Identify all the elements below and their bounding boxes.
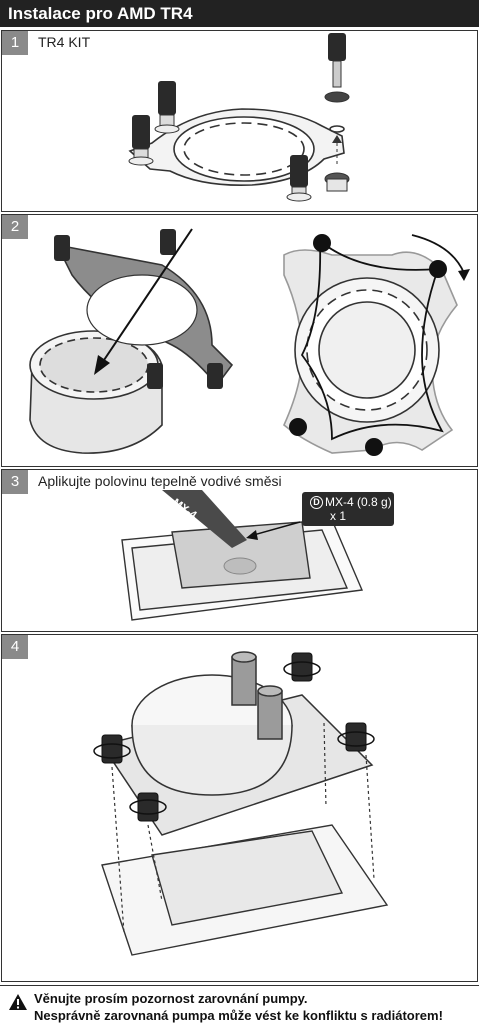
tr4-kit-illustration [128, 33, 350, 202]
pump-install-illustration [93, 651, 389, 956]
step-3-number: 3 [2, 470, 28, 494]
step-2-panel: 2 [1, 214, 478, 467]
step-1-panel: 1 TR4 KIT [1, 30, 478, 212]
thermal-paste-illustration: MX-4 [121, 490, 364, 621]
step-2-number: 2 [2, 215, 28, 239]
step-1-number: 1 [2, 31, 28, 55]
callout-product: MX-4 (0.8 g) [325, 495, 392, 509]
part-badge: D [310, 496, 323, 509]
step-3-text: Aplikujte polovinu tepelně vodivé směsi [38, 473, 282, 489]
bracket-mount-illustration [29, 228, 470, 456]
standoff-icon [154, 81, 180, 134]
step-1-text: TR4 KIT [38, 34, 91, 50]
step-4-number: 4 [2, 635, 28, 659]
warning-triangle-icon [9, 994, 27, 1010]
page-title: Instalace pro AMD TR4 [0, 0, 479, 27]
step-4-panel: 4 [1, 634, 478, 982]
step-3-panel: 3 Aplikujte polovinu tepelně vodivé směs… [1, 469, 478, 632]
warning-line-2: Nesprávně zarovnaná pumpa může vést ke k… [34, 1008, 443, 1023]
callout-quantity: x 1 [330, 509, 347, 523]
warning-line-1: Věnujte prosím pozornost zarovnání pumpy… [34, 991, 308, 1006]
warning-box: Věnujte prosím pozornost zarovnání pumpy… [0, 985, 479, 1030]
